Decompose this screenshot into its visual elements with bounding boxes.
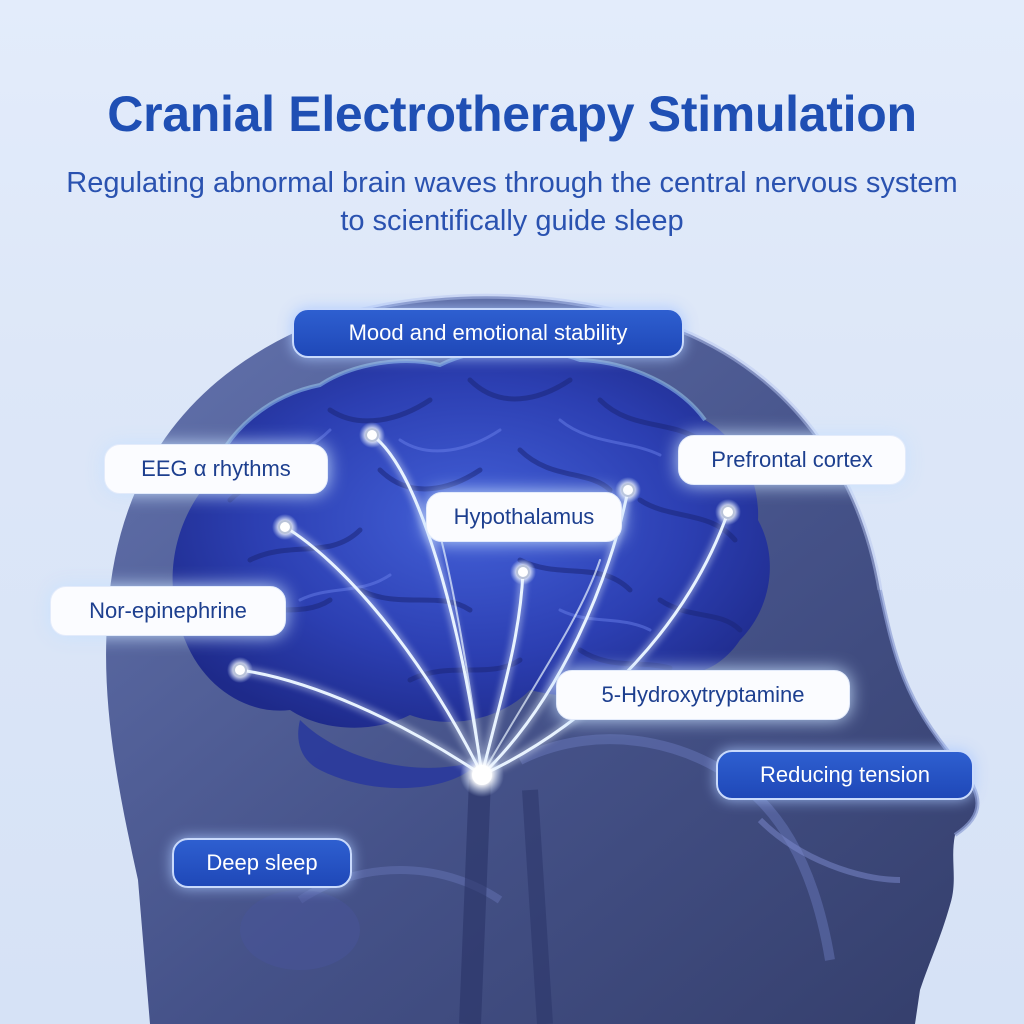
- subtitle-line-2: to scientifically guide sleep: [340, 205, 684, 237]
- label-serotonin: 5-Hydroxytryptamine: [556, 670, 850, 720]
- connection-nodes: [227, 422, 741, 797]
- subtitle-line-1: Regulating abnormal brain waves through …: [66, 167, 958, 199]
- label-tension: Reducing tension: [716, 750, 974, 800]
- label-eeg: EEG α rhythms: [104, 444, 328, 494]
- label-deep-sleep: Deep sleep: [172, 838, 352, 888]
- page-title: Cranial Electrotherapy Stimulation: [107, 86, 917, 142]
- label-prefrontal: Prefrontal cortex: [678, 435, 906, 485]
- label-norepinephrine: Nor-epinephrine: [50, 586, 286, 636]
- label-hypothalamus: Hypothalamus: [426, 492, 622, 542]
- label-mood: Mood and emotional stability: [292, 308, 684, 358]
